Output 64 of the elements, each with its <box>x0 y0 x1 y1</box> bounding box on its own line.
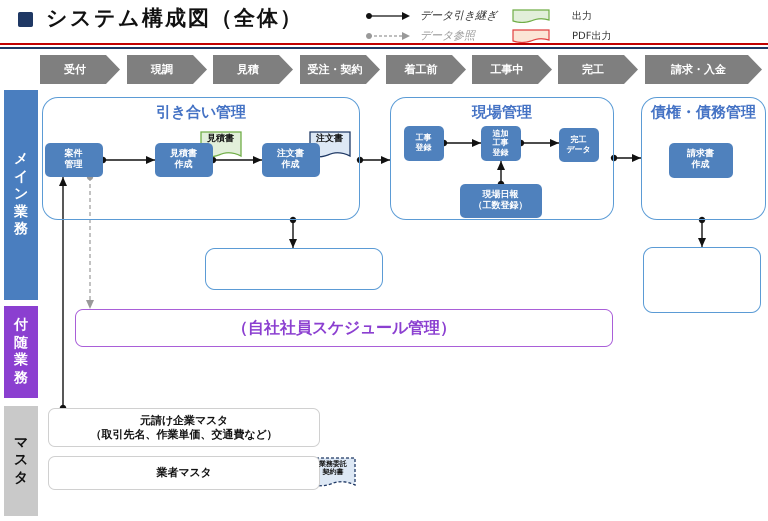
process-box <box>44 142 102 176</box>
box-label: 請求・入金 <box>671 62 726 76</box>
legend-label: データ引き継ぎ <box>420 8 497 23</box>
process-box <box>404 126 444 160</box>
rounded-box <box>48 408 320 447</box>
phase-banner <box>386 55 466 84</box>
box-label: 完工データ <box>566 134 590 154</box>
rounded-box <box>75 309 613 347</box>
box-label: 現場管理 <box>472 103 532 121</box>
box-label: 受付 <box>64 62 86 76</box>
group-panel <box>641 97 766 220</box>
phase-banner <box>300 55 380 84</box>
box-label: 着工前 <box>404 62 438 76</box>
box-label: 注文書作成 <box>277 148 304 170</box>
box-label: 付随業務 <box>14 317 28 387</box>
legend-label: PDF出力 <box>572 30 612 43</box>
box-label: 業者マスタ <box>156 466 212 480</box>
group-panel <box>42 97 360 220</box>
rounded-box <box>643 247 761 313</box>
arrow <box>356 156 390 164</box>
process-box <box>154 142 212 176</box>
legend-label: データ参照 <box>420 28 475 43</box>
box-label: 見積 <box>237 62 259 76</box>
process-box <box>480 126 520 160</box>
box-label: 見積書作成 <box>170 148 197 170</box>
category-band <box>4 306 38 398</box>
rounded-box <box>48 456 320 490</box>
box-label: 請求書作成 <box>687 149 714 171</box>
box-label: 元請け企業マスタ <box>140 414 228 428</box>
phase-banner <box>558 55 638 84</box>
box-label: 完工 <box>582 62 604 76</box>
process-box <box>460 184 542 218</box>
box-label: 工事登録 <box>416 133 432 153</box>
diagram-title: システム構成図（全体） <box>46 5 303 32</box>
box-label: 債権・債務管理 <box>651 103 756 121</box>
process-box <box>262 142 320 176</box>
box-label: 現場日報（工数登録） <box>472 190 528 212</box>
phase-banner <box>645 55 762 84</box>
group-panel <box>390 97 614 220</box>
box-label: （取引先名、作業単価、交通費など） <box>90 428 278 441</box>
box-label: 注文書 <box>316 134 343 144</box>
arrow <box>698 216 706 247</box>
box-label: マスタ <box>14 434 28 488</box>
box-label: 案件管理 <box>64 148 82 170</box>
process-box <box>668 142 732 178</box>
phase-banner <box>213 55 293 84</box>
arrow <box>289 216 297 248</box>
phase-banner <box>40 55 120 84</box>
rounded-box <box>205 248 383 290</box>
box-label: 現調 <box>151 62 173 76</box>
box-label: 受注・契約 <box>308 62 362 76</box>
phase-banner <box>472 55 552 84</box>
box-label: （自社社員スケジュール管理） <box>232 318 456 338</box>
box-label: メイン業務 <box>14 151 28 239</box>
arrow <box>610 154 641 162</box>
process-box <box>558 128 598 162</box>
legend-label: 出力 <box>572 10 592 23</box>
box-label: 引き合い管理 <box>156 103 246 121</box>
box-label: 工事中 <box>490 62 524 76</box>
phase-banner <box>127 55 207 84</box>
box-label: 追加工事登録 <box>492 128 508 158</box>
box-label: 見積書 <box>207 134 234 144</box>
category-band <box>4 90 38 300</box>
category-band <box>4 406 38 516</box>
